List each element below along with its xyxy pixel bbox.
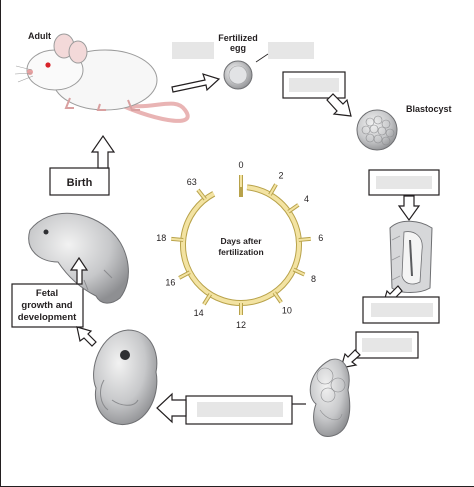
pointer-line bbox=[255, 53, 269, 63]
arrow-to-early-embryo bbox=[340, 349, 361, 369]
day-tick-label: 6 bbox=[318, 233, 323, 243]
day-tick-label: 0 bbox=[238, 160, 243, 170]
day-tick-label: 12 bbox=[236, 320, 246, 330]
blank-answer-box bbox=[362, 338, 412, 352]
birth-box bbox=[49, 167, 110, 196]
fertilized-egg-label-line1: Fertilized bbox=[218, 33, 258, 43]
blank-answer-box bbox=[172, 42, 214, 59]
arrow-to-fetus bbox=[156, 392, 187, 424]
day-tick-label: 16 bbox=[165, 278, 175, 288]
arrow-to-newborn bbox=[69, 256, 89, 285]
days-ring bbox=[171, 175, 311, 315]
day-tick-label: 8 bbox=[311, 274, 316, 284]
adult-label: Adult bbox=[28, 31, 51, 41]
fetus-illustration bbox=[93, 329, 158, 426]
arrow-to-adult bbox=[90, 134, 116, 169]
blank-answer-box bbox=[268, 42, 314, 59]
blank-answer-box bbox=[289, 78, 339, 92]
blank-answer-box bbox=[197, 402, 283, 417]
fetal-label-line2: growth and bbox=[21, 300, 72, 311]
day-tick bbox=[293, 268, 305, 276]
blastocyst-label: Blastocyst bbox=[406, 104, 452, 114]
day-tick bbox=[273, 291, 282, 303]
blank-answer-box bbox=[376, 176, 432, 189]
day-tick-label: 2 bbox=[278, 171, 283, 181]
day-tick-label: 4 bbox=[304, 194, 309, 204]
early-embryo-illustration bbox=[309, 358, 351, 437]
day-tick bbox=[178, 271, 191, 279]
day-tick-label: 63 bbox=[187, 177, 197, 187]
blank-answer-box bbox=[371, 303, 433, 317]
fetal-label-line1: Fetal bbox=[36, 288, 58, 299]
arrow-to-implantation bbox=[397, 195, 421, 222]
day-tick-label: 14 bbox=[194, 308, 204, 318]
birth-label: Birth bbox=[67, 177, 93, 189]
day-tick-labels: 0 2 4 6 8 10 12 14 16 18 63 bbox=[156, 160, 323, 330]
fertilized-egg-label-line2: egg bbox=[230, 43, 246, 53]
day-tick-label: 10 bbox=[282, 306, 292, 316]
arrow-to-fetal-box bbox=[76, 326, 97, 347]
day-tick-label: 18 bbox=[156, 233, 166, 243]
center-label-line1: Days after bbox=[220, 236, 262, 246]
day-tick bbox=[171, 237, 184, 241]
fetal-growth-box bbox=[11, 283, 84, 328]
rat-eye bbox=[45, 62, 51, 68]
arrow-adult-to-egg bbox=[171, 73, 221, 93]
fertilized-egg-illustration bbox=[223, 60, 253, 90]
adult-rat-illustration bbox=[14, 33, 190, 123]
day-tick bbox=[269, 183, 277, 196]
day-tick bbox=[203, 293, 212, 305]
implanted-embryo-illustration bbox=[389, 220, 433, 293]
arrow-to-blastocyst bbox=[326, 93, 352, 117]
fetal-label-line3: development bbox=[18, 312, 77, 323]
day-tick bbox=[197, 189, 207, 200]
blastocyst-illustration bbox=[356, 109, 398, 151]
ring-arc bbox=[181, 185, 301, 305]
center-label-line2: fertilization bbox=[218, 247, 263, 257]
day-tick bbox=[298, 237, 311, 241]
day-tick bbox=[287, 204, 299, 213]
